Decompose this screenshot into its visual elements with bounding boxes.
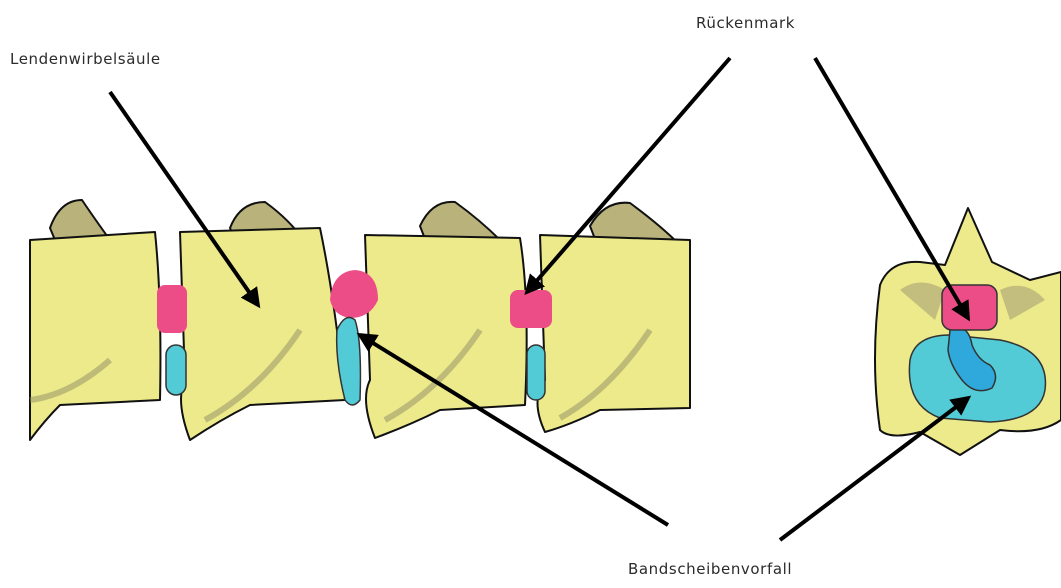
disc-1 (166, 345, 186, 395)
vertebra-4 (538, 203, 691, 432)
spinal-cord-segment-3 (510, 290, 552, 328)
disc-3 (527, 345, 545, 400)
vertebra-2 (180, 202, 345, 440)
label-lumbar-spine: Lendenwirbelsäule (10, 50, 161, 68)
vertebra-cross-section (875, 208, 1061, 455)
label-herniated-disc: Bandscheibenvorfall (628, 560, 792, 578)
lateral-spine-view (30, 200, 690, 440)
spinal-cord-segment-1 (157, 285, 187, 333)
vertebra-1 (30, 200, 160, 440)
arrow-herniated-disc-cross (780, 398, 968, 540)
label-spinal-cord: Rückenmark (696, 14, 795, 32)
vertebra-3 (365, 202, 527, 438)
